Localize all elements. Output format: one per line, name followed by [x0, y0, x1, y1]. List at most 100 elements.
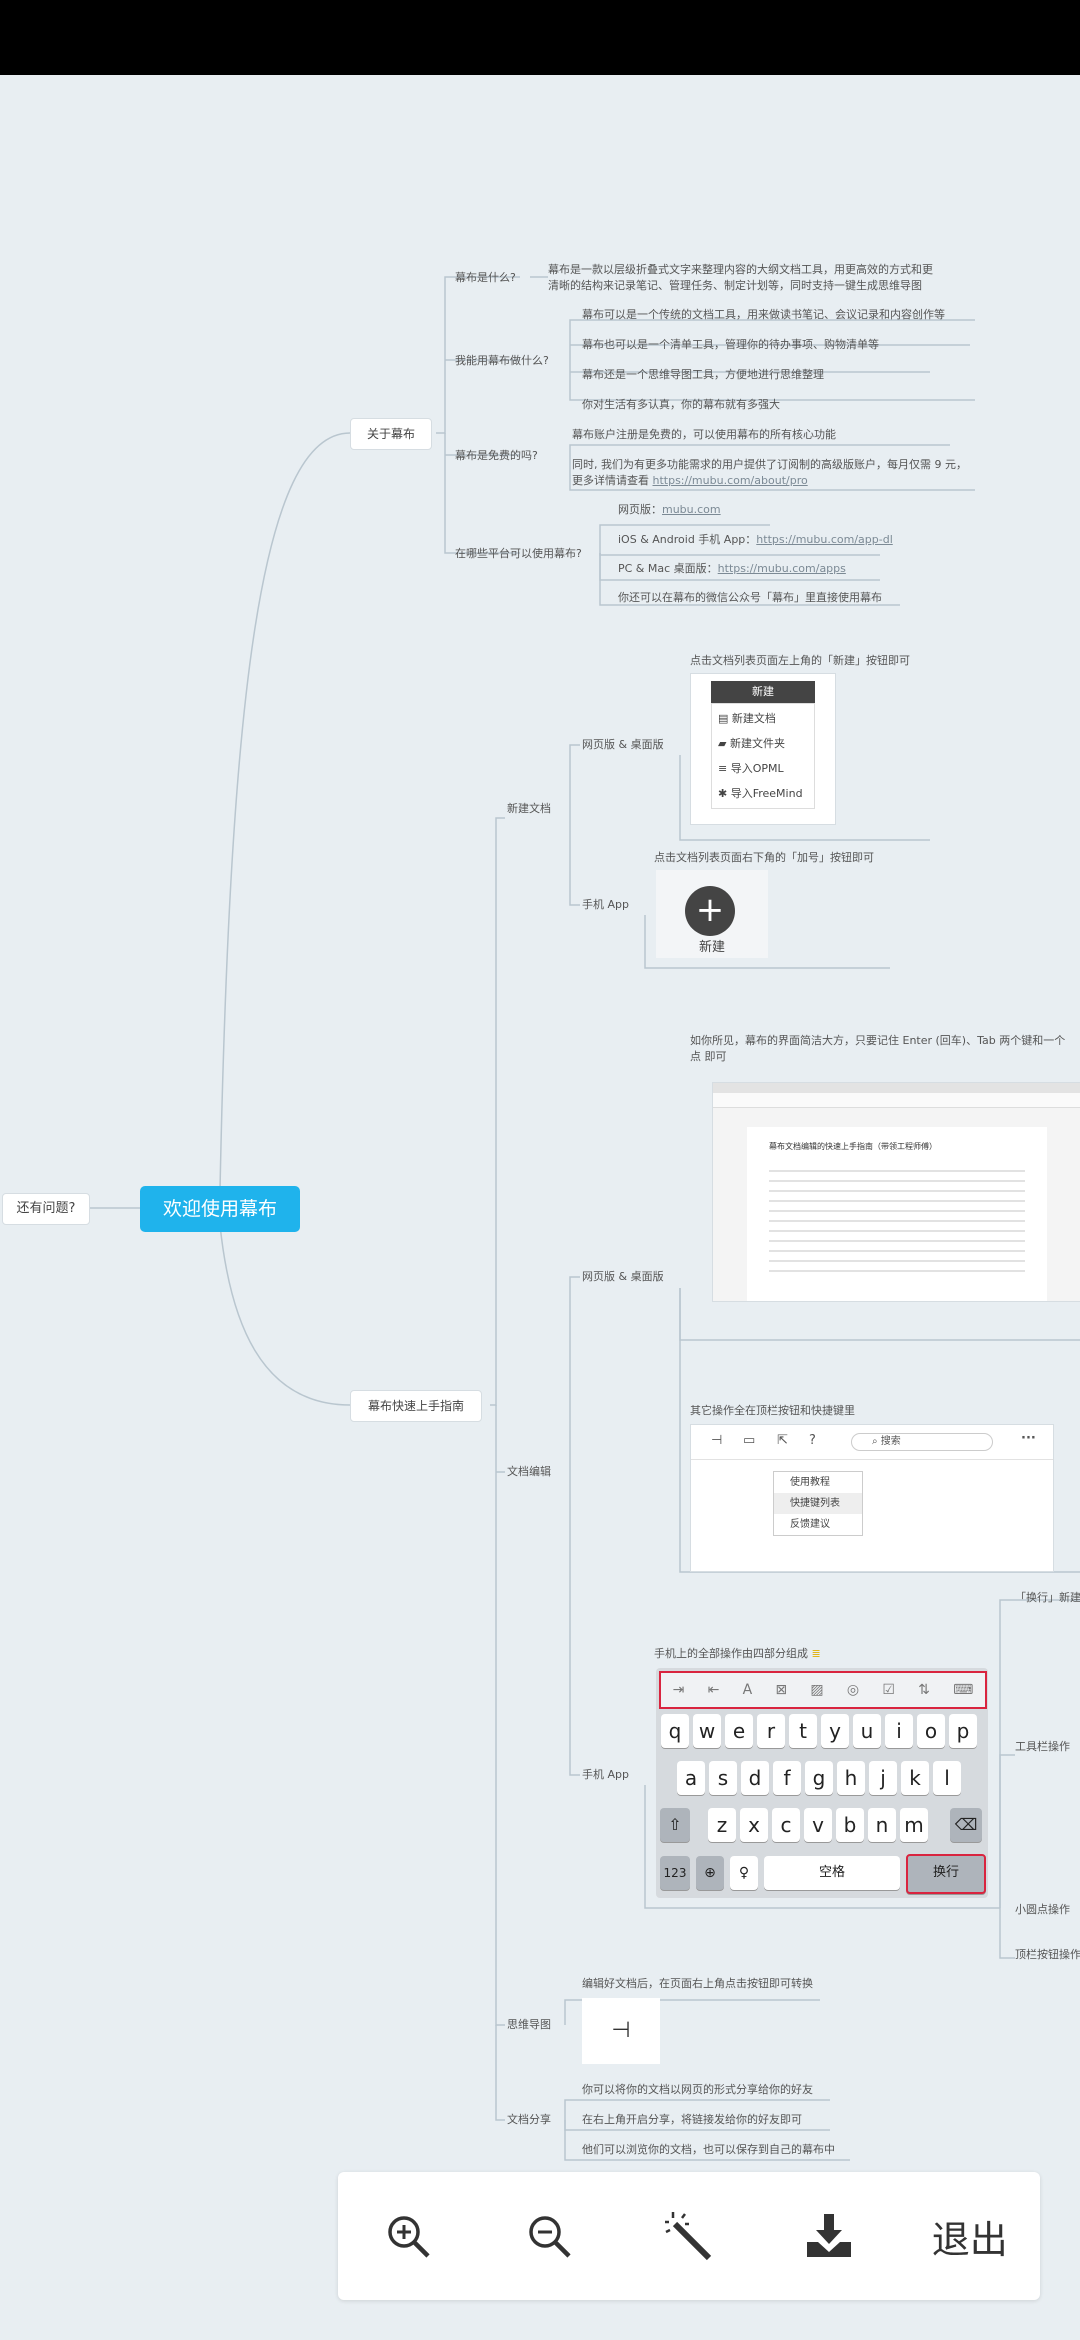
search-icon: ⌕ [872, 1436, 878, 1447]
pc-link[interactable]: https://mubu.com/apps [717, 562, 846, 575]
mindmap-button-image: ⊣ [582, 1998, 660, 2064]
wechat-platform: 你还可以在幕布的微信公众号「幕布」里直接使用幕布 [618, 591, 882, 604]
key-space: 空格 [764, 1856, 900, 1890]
pc-platform: PC & Mac 桌面版：https://mubu.com/apps [618, 562, 846, 575]
mindmap-node[interactable]: 思维导图 [507, 2018, 551, 2031]
key-f: f [773, 1761, 801, 1795]
zoom-out-button[interactable] [494, 2186, 604, 2286]
key-b: b [836, 1808, 864, 1842]
q4-node[interactable]: 在哪些平台可以使用幕布? [455, 547, 582, 560]
new-doc-web-node[interactable]: 网页版 & 桌面版 [582, 738, 664, 751]
new-doc-app-node[interactable]: 手机 App [582, 898, 629, 911]
key-u: u [853, 1714, 881, 1748]
help-menu-item: 使用教程 [790, 1477, 830, 1488]
clear-icon: ⊠ [775, 1682, 788, 1698]
share-item-2: 在右上角开启分享，将链接发给你的好友即可 [582, 2113, 802, 2126]
edit-node[interactable]: 文档编辑 [507, 1465, 551, 1478]
new-menu-image: 新建 ▤ 新建文档 ▰ 新建文件夹 ≡ 导入OPML ✱ 导入FreeMind [690, 673, 836, 825]
side-label-topbar: 顶栏按钮操作 [1015, 1948, 1080, 1961]
side-label-enter: 「换行」新建 [1015, 1591, 1080, 1604]
new-button-label: 新建 [698, 940, 725, 955]
mobile-platform: iOS & Android 手机 App：https://mubu.com/ap… [618, 533, 893, 546]
text-style-icon: A [742, 1682, 753, 1698]
edit-web-desc-3: 其它操作全在顶栏按钮和快捷键里 [690, 1404, 855, 1417]
about-node[interactable]: 关于幕布 [350, 418, 432, 450]
web-link[interactable]: mubu.com [662, 503, 721, 516]
q1-answer-line1: 幕布是一款以层级折叠式文字来整理内容的大纲文档工具，用更高效的方式和更 [548, 263, 933, 276]
editor-screenshot: 幕布文档编辑的快速上手指南（带领工程师傅） [712, 1082, 1080, 1302]
shift-icon: ⇧ [660, 1808, 690, 1842]
key-h: h [837, 1761, 865, 1795]
new-menu-item: ▤ 新建文档 [718, 712, 776, 725]
mindmap-desc: 编辑好文档后，在页面右上角点击按钮即可转换 [582, 1977, 813, 1990]
key-c: c [772, 1808, 800, 1842]
key-o: o [917, 1714, 945, 1748]
key-j: j [869, 1761, 897, 1795]
edit-web-desc-1: 如你所见，幕布的界面简洁大方，只要记住 Enter (回车)、Tab 两个键和一… [690, 1034, 1066, 1047]
side-question-label: 还有问题? [16, 1201, 76, 1216]
share-item-3: 他们可以浏览你的文档，也可以保存到自己的幕布中 [582, 2143, 835, 2156]
q3-node[interactable]: 幕布是免费的吗? [455, 449, 538, 462]
q2-node[interactable]: 我能用幕布做什么? [455, 354, 549, 367]
key-s: s [709, 1761, 737, 1795]
exit-button[interactable]: 退出 [915, 2186, 1025, 2286]
edit-app-desc: 手机上的全部操作由四部分组成 ≣ [654, 1647, 821, 1660]
editor-text-lines [769, 1162, 1025, 1272]
image-icon: ▨ [810, 1682, 824, 1698]
q1-answer-line2: 清晰的结构来记录笔记、管理任务、制定计划等，同时支持一键生成思维导图 [548, 279, 922, 292]
new-doc-node[interactable]: 新建文档 [507, 802, 551, 815]
doc-icon: ▤ [718, 712, 732, 725]
more-icon: ··· [1021, 1431, 1036, 1446]
key-r: r [757, 1714, 785, 1748]
q2-item-1: 幕布可以是一个传统的文档工具，用来做读书笔记、会议记录和内容创作等 [582, 308, 945, 321]
q3-answer-1: 幕布账户注册是免费的，可以使用幕布的所有核心功能 [572, 428, 836, 441]
key-x: x [740, 1808, 768, 1842]
note-icon: ≣ [811, 1647, 821, 1660]
share-node[interactable]: 文档分享 [507, 2113, 551, 2126]
new-doc-app-desc: 点击文档列表页面右下角的「加号」按钮即可 [654, 851, 874, 864]
key-a: a [677, 1761, 705, 1795]
root-node[interactable]: 欢迎使用幕布 [140, 1186, 300, 1232]
key-p: p [949, 1714, 977, 1748]
mobile-link[interactable]: https://mubu.com/app-dl [756, 533, 893, 546]
zoom-in-button[interactable] [353, 2186, 463, 2286]
share-item-1: 你可以将你的文档以网页的形式分享给你的好友 [582, 2083, 813, 2096]
help-menu-item: 快捷键列表 [774, 1493, 862, 1514]
editor-page: 幕布文档编辑的快速上手指南（带领工程师傅） [747, 1127, 1047, 1301]
edit-web-node[interactable]: 网页版 & 桌面版 [582, 1270, 664, 1283]
download-icon [807, 2214, 852, 2257]
key-q: q [661, 1714, 689, 1748]
edit-app-node[interactable]: 手机 App [582, 1768, 629, 1781]
help-icon: ? [809, 1433, 816, 1448]
guide-node[interactable]: 幕布快速上手指南 [350, 1390, 482, 1422]
edit-web-desc-2: 点 即可 [690, 1050, 727, 1063]
key-i: i [885, 1714, 913, 1748]
bottom-toolbar: 退出 [338, 2172, 1040, 2300]
root-label: 欢迎使用幕布 [162, 1198, 277, 1220]
pro-link[interactable]: https://mubu.com/about/pro [652, 474, 808, 487]
key-t: t [789, 1714, 817, 1748]
q1-node[interactable]: 幕布是什么? [455, 271, 516, 284]
freemind-icon: ✱ [718, 787, 731, 800]
zoom-in-icon [388, 2216, 430, 2258]
plus-icon: + [685, 886, 735, 936]
exit-label: 退出 [931, 2217, 1008, 2262]
share-icon: ⇱ [777, 1433, 788, 1448]
key-e: e [725, 1714, 753, 1748]
globe-icon: ⊕ [696, 1856, 724, 1890]
download-button[interactable] [774, 2186, 884, 2286]
new-doc-web-desc: 点击文档列表页面左上角的「新建」按钮即可 [690, 654, 910, 667]
magic-button[interactable] [634, 2186, 744, 2286]
folder-icon: ▰ [718, 737, 730, 750]
key-m: m [900, 1808, 928, 1842]
search-input[interactable]: ⌕ 搜索 [851, 1433, 993, 1451]
editor-doc-title: 幕布文档编辑的快速上手指南（带领工程师傅） [769, 1142, 937, 1151]
keyboard-icon: ⌨ [953, 1682, 974, 1698]
side-label-dot: 小圆点操作 [1015, 1903, 1070, 1916]
key-g: g [805, 1761, 833, 1795]
help-menu: 使用教程 快捷键列表 反馈建议 [773, 1471, 863, 1536]
browser-tabbar [713, 1083, 1080, 1093]
side-question-node[interactable]: 还有问题? [2, 1193, 90, 1225]
